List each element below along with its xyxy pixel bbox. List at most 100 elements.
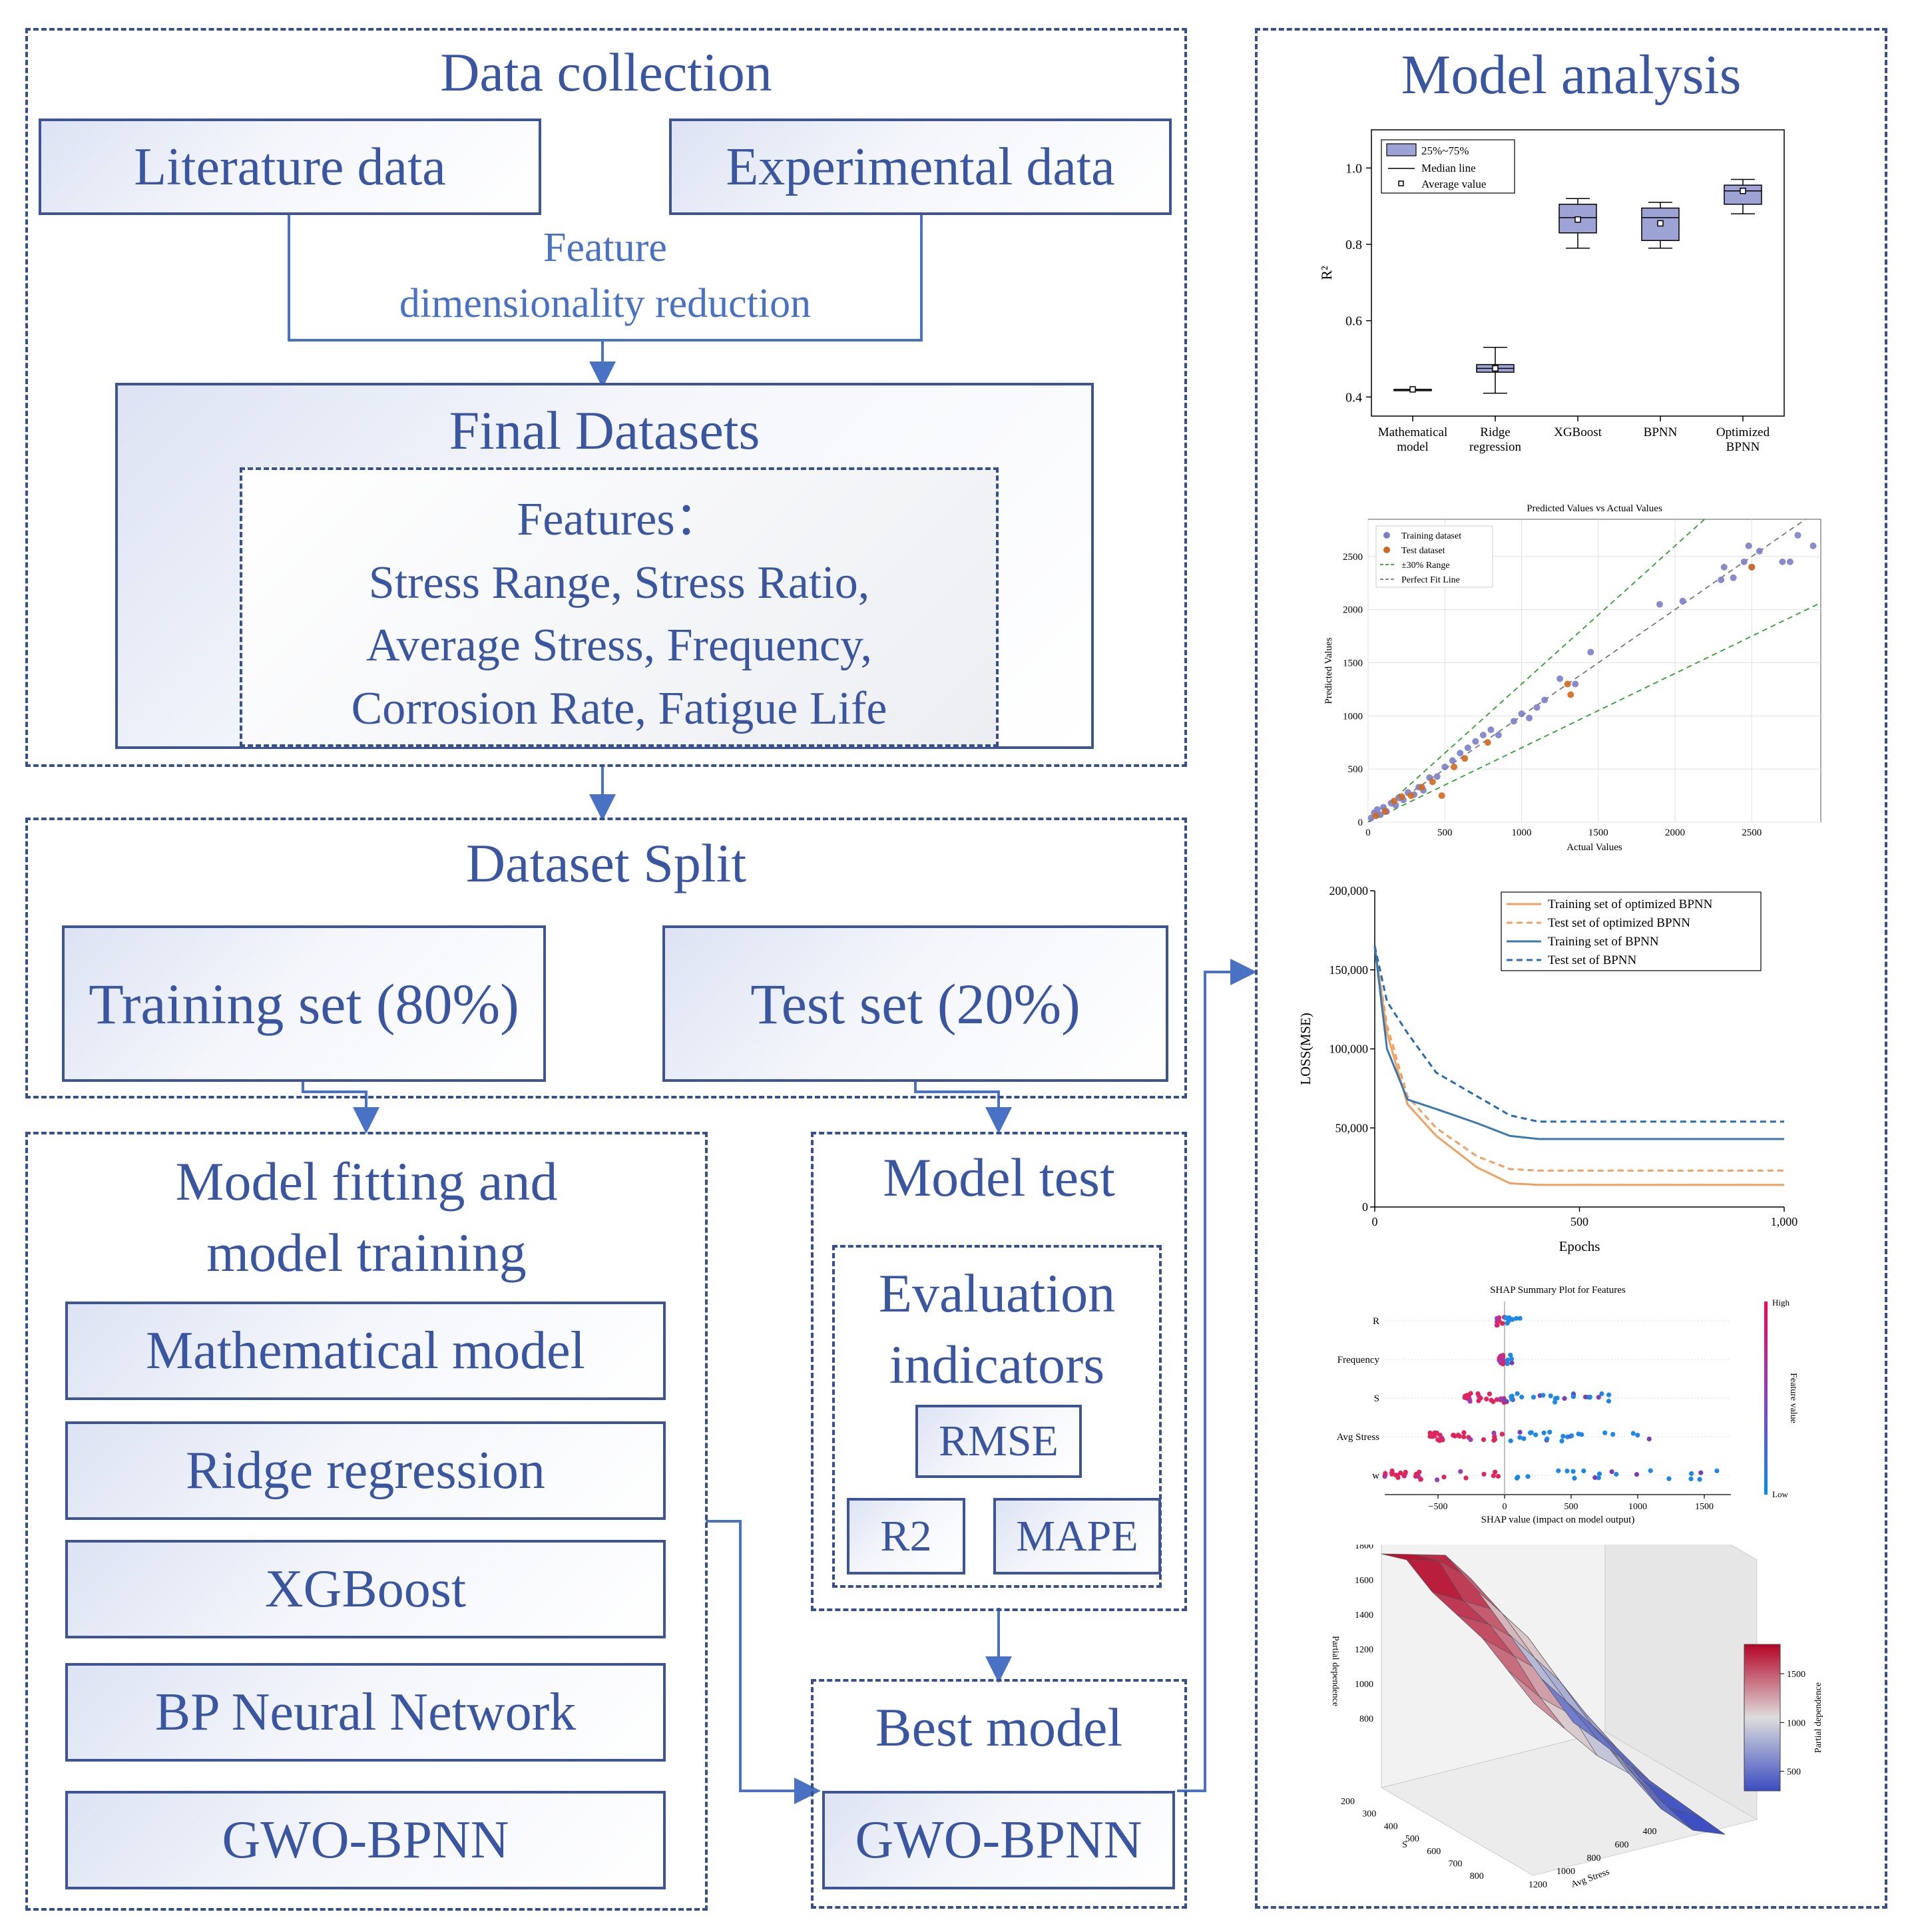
model-box-gwo-bpnn: GWO-BPNN bbox=[65, 1791, 666, 1889]
shap-dot bbox=[1403, 1469, 1408, 1475]
best-model-section bbox=[811, 1679, 1187, 1909]
shap-dot bbox=[1531, 1395, 1537, 1400]
features-line1: Stress Range, Stress Ratio, bbox=[368, 557, 870, 608]
shap-dot bbox=[1648, 1468, 1653, 1473]
shap-dot bbox=[1545, 1436, 1550, 1441]
x-tick-label: 0 bbox=[1503, 1502, 1507, 1512]
data-collection-section bbox=[25, 28, 1187, 767]
shap-dot bbox=[1502, 1397, 1507, 1403]
chart-title: SHAP Summary Plot for Features bbox=[1490, 1285, 1626, 1296]
x-tick-label: 500 bbox=[1405, 1834, 1419, 1844]
shap-dot bbox=[1609, 1469, 1614, 1475]
partial-dependence-3d-plot: 3D Partial Dependence Plot (Avg Stress a… bbox=[1330, 1545, 1823, 1890]
training-point bbox=[1794, 531, 1801, 539]
shap-dot bbox=[1478, 1395, 1483, 1401]
test-point bbox=[1418, 784, 1425, 791]
shap-dot bbox=[1441, 1475, 1447, 1480]
shap-dot bbox=[1505, 1357, 1511, 1363]
shap-dot bbox=[1440, 1437, 1445, 1443]
x-tick-label: model bbox=[1397, 440, 1429, 454]
shap-dot bbox=[1570, 1469, 1576, 1474]
shap-dot bbox=[1596, 1475, 1601, 1481]
shap-dot bbox=[1458, 1469, 1463, 1474]
arrow-training-to-fitting bbox=[302, 1082, 379, 1134]
legend-label: Training set of optimized BPNN bbox=[1548, 897, 1713, 911]
legend-label: Perfect Fit Line bbox=[1401, 575, 1460, 585]
shap-dot bbox=[1508, 1438, 1513, 1443]
shap-dot bbox=[1509, 1356, 1515, 1361]
shap-dot bbox=[1434, 1430, 1439, 1436]
z-tick-label: 1800 bbox=[1355, 1545, 1373, 1551]
shap-dot bbox=[1417, 1469, 1422, 1475]
shap-dot bbox=[1547, 1429, 1553, 1435]
shap-dot bbox=[1495, 1473, 1501, 1479]
y-axis-label: LOSS(MSE) bbox=[1298, 1013, 1314, 1085]
y-axis-label: R² bbox=[1318, 266, 1335, 280]
best-model-box: GWO-BPNN bbox=[822, 1791, 1175, 1889]
y-tick-label: 100,000 bbox=[1329, 1043, 1369, 1056]
shap-dot bbox=[1569, 1433, 1574, 1439]
x-tick-label: 0 bbox=[1365, 828, 1371, 838]
shap-dot bbox=[1572, 1475, 1577, 1481]
training-point bbox=[1373, 806, 1381, 813]
colorbar-low: Low bbox=[1772, 1489, 1788, 1499]
y-tick-label: 0.6 bbox=[1345, 314, 1362, 329]
shap-dot bbox=[1666, 1476, 1672, 1481]
shap-dot bbox=[1614, 1471, 1619, 1477]
model-fitting-section bbox=[25, 1132, 708, 1911]
training-point bbox=[1745, 542, 1752, 549]
shap-dot bbox=[1560, 1433, 1566, 1439]
shap-dot bbox=[1515, 1391, 1520, 1396]
training-point bbox=[1472, 738, 1479, 745]
mean-marker bbox=[1657, 220, 1664, 227]
training-point bbox=[1720, 563, 1728, 571]
best-model-title: Best model bbox=[875, 1697, 1123, 1758]
features-title: Features： bbox=[517, 494, 722, 545]
model-box-xgboost: XGBoost bbox=[65, 1540, 666, 1638]
legend-label: Test dataset bbox=[1401, 546, 1445, 556]
x-tick-label: 500 bbox=[1564, 1502, 1578, 1512]
model-box-mathematical: Mathematical model bbox=[65, 1302, 666, 1400]
test-point bbox=[1407, 792, 1415, 800]
test-point bbox=[1381, 808, 1389, 816]
final-datasets-title: Final Datasets bbox=[449, 400, 760, 461]
legend-frame bbox=[1375, 525, 1493, 588]
feature-label: R bbox=[1373, 1316, 1379, 1327]
shap-dot bbox=[1529, 1430, 1534, 1435]
shap-dot bbox=[1468, 1437, 1473, 1443]
training-point bbox=[1679, 597, 1686, 604]
shap-dot bbox=[1646, 1436, 1652, 1442]
colorbar-label: Partial dependence bbox=[1813, 1682, 1823, 1753]
arrow-best-to-analysis bbox=[1177, 959, 1257, 1792]
model-test-section bbox=[811, 1132, 1187, 1611]
x-tick-label: 1500 bbox=[1588, 828, 1608, 838]
z-tick-label: 1200 bbox=[1355, 1645, 1373, 1655]
model-analysis-section bbox=[1255, 28, 1887, 1909]
shap-dot bbox=[1576, 1431, 1581, 1437]
shap-dot bbox=[1497, 1359, 1503, 1364]
mean-marker bbox=[1740, 187, 1746, 194]
features-line3: Corrosion Rate, Fatigue Life bbox=[351, 682, 887, 734]
shap-dot bbox=[1493, 1469, 1498, 1475]
legend-swatch-mean bbox=[1398, 180, 1404, 186]
training-point bbox=[1656, 601, 1663, 608]
mean-marker bbox=[1409, 386, 1416, 393]
legend-swatch bbox=[1383, 532, 1390, 539]
shap-dot bbox=[1548, 1393, 1553, 1399]
x-axis-label: SHAP value (impact on model output) bbox=[1481, 1515, 1635, 1525]
shap-dot bbox=[1475, 1391, 1481, 1397]
shap-dot bbox=[1688, 1471, 1694, 1477]
shap-dot bbox=[1509, 1360, 1515, 1365]
training-point bbox=[1457, 750, 1464, 757]
shap-colorbar bbox=[1764, 1302, 1768, 1495]
training-point bbox=[1510, 718, 1517, 725]
shap-dot bbox=[1413, 1473, 1419, 1479]
shap-dot bbox=[1500, 1321, 1505, 1326]
shap-dot bbox=[1461, 1430, 1467, 1435]
x-tick-label: 2500 bbox=[1742, 828, 1762, 838]
x-tick-label: 300 bbox=[1362, 1810, 1376, 1819]
y-tick-label: 0.8 bbox=[1345, 238, 1362, 252]
y-tick-label: 0.4 bbox=[1345, 390, 1362, 405]
